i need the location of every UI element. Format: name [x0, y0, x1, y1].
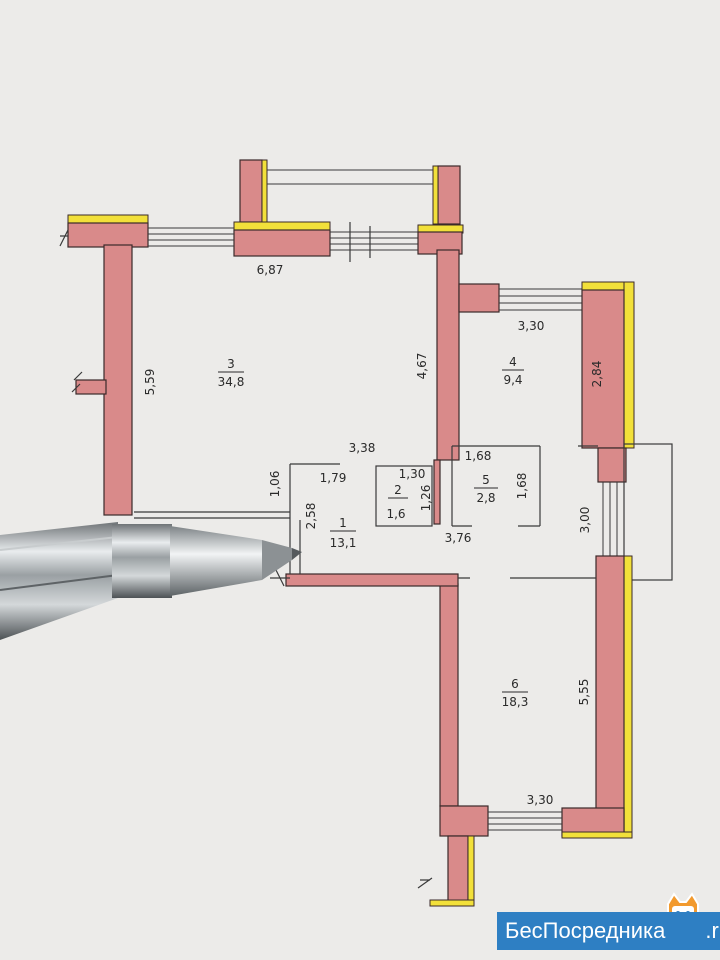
wall-top	[67, 214, 418, 262]
dim-555: 5,55	[577, 679, 591, 706]
room-3-label: 3 34,8	[218, 357, 245, 389]
balcony-top	[239, 159, 461, 225]
watermark-text: БесПосредника	[505, 918, 666, 943]
dim-284: 2,84	[590, 361, 604, 388]
dim-559: 5,59	[143, 369, 157, 396]
dim-168-h: 1,68	[465, 449, 492, 463]
wall-bottom	[417, 583, 562, 907]
dim-330-top: 3,30	[518, 319, 545, 333]
svg-text:9,4: 9,4	[503, 373, 522, 387]
room-6-label: 6 18,3	[502, 677, 529, 709]
dim-338: 3,38	[349, 441, 376, 455]
svg-text:5: 5	[482, 473, 490, 487]
dim-467: 4,67	[415, 353, 429, 380]
dim-179: 1,79	[320, 471, 347, 485]
wall-corridor	[134, 463, 596, 587]
svg-text:6: 6	[511, 677, 519, 691]
svg-text:4: 4	[509, 355, 517, 369]
dim-330-bottom: 3,30	[527, 793, 554, 807]
room-2-label: 2 1,6	[386, 483, 408, 521]
wall-right	[499, 281, 673, 839]
dim-300: 3,00	[578, 507, 592, 534]
dim-130: 1,30	[399, 467, 426, 481]
wall-center	[417, 224, 500, 461]
dim-106: 1,06	[268, 471, 282, 498]
svg-text:2,8: 2,8	[476, 491, 495, 505]
dim-126: 1,26	[419, 485, 433, 512]
dim-258: 2,58	[304, 503, 318, 530]
svg-text:1: 1	[339, 516, 347, 530]
dim-687: 6,87	[257, 263, 284, 277]
svg-text:13,1: 13,1	[330, 536, 357, 550]
wall-rooms-2-5	[375, 445, 598, 527]
watermark-suffix: .ru	[705, 918, 720, 943]
room-1-label: 1 13,1	[330, 516, 357, 550]
dim-376: 3,76	[445, 531, 472, 545]
wall-left	[59, 229, 133, 516]
svg-text:2: 2	[394, 483, 402, 497]
svg-text:34,8: 34,8	[218, 375, 245, 389]
svg-text:18,3: 18,3	[502, 695, 529, 709]
pen-icon	[0, 522, 302, 640]
room-5-label: 5 2,8	[474, 473, 498, 505]
svg-text:1,6: 1,6	[386, 507, 405, 521]
watermark-banner: БесПосредника .ru	[497, 912, 720, 950]
dim-168-v: 1,68	[515, 473, 529, 500]
room-4-label: 4 9,4	[502, 355, 524, 387]
svg-text:3: 3	[227, 357, 235, 371]
